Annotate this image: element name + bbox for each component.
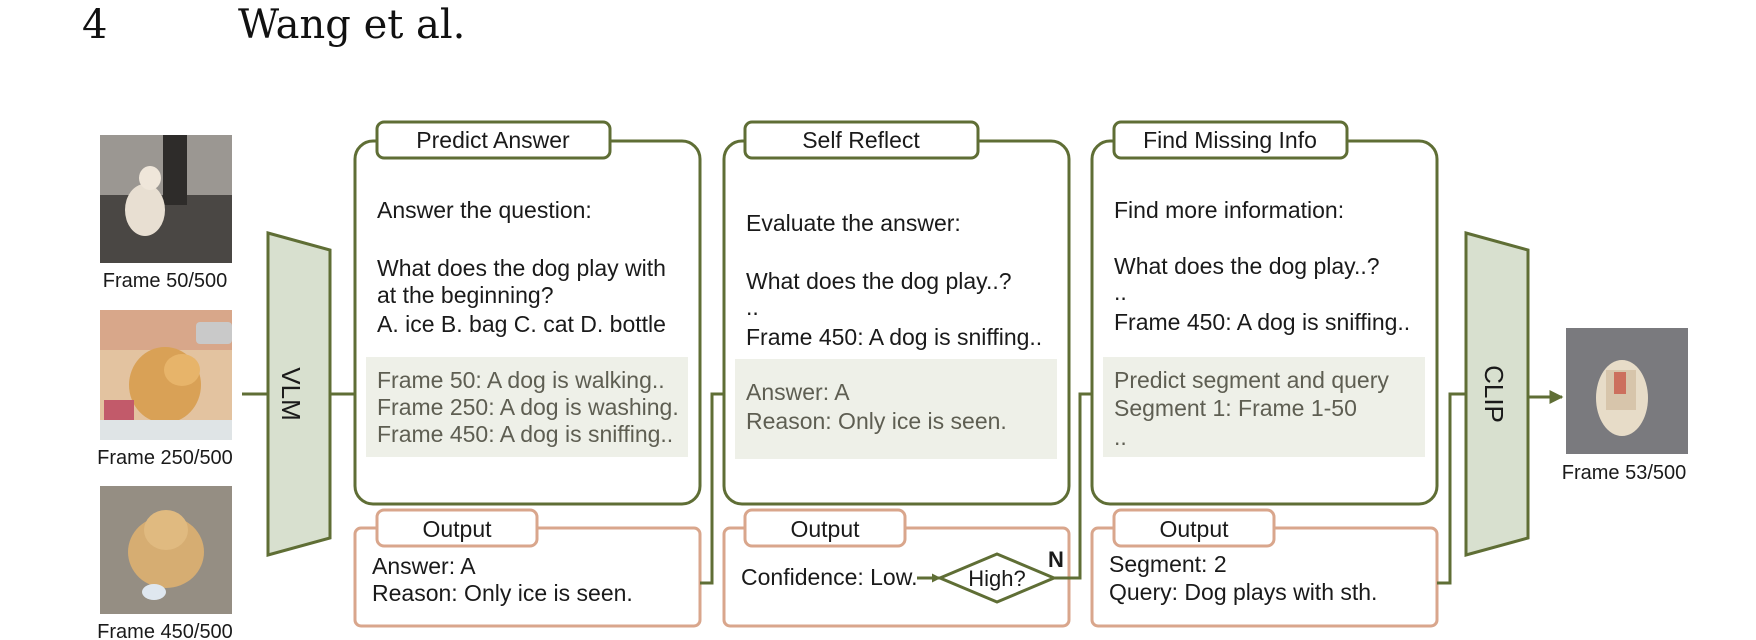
input-frame-50 (100, 135, 232, 263)
predict-output-answer: Answer: A (372, 553, 476, 579)
predict-answer-title: Predict Answer (416, 127, 570, 153)
self-reflect-title-box (743, 120, 980, 160)
predict-output-title: Output (422, 516, 492, 542)
find-caption: Frame 450: A dog is sniffing.. (1114, 309, 1410, 335)
predict-output-title-box (375, 508, 539, 548)
vlm-label: VLM (276, 367, 306, 420)
clip-block (1464, 231, 1530, 557)
reflect-instruction: Evaluate the answer: (746, 210, 961, 236)
predict-instruction: Answer the question: (377, 197, 592, 223)
predict-answer-title-box (375, 120, 612, 160)
find-predict-segment: Predict segment and query (1114, 367, 1389, 393)
reflect-reason: Reason: Only ice is seen. (746, 408, 1007, 434)
reflect-answer: Answer: A (746, 379, 850, 405)
page-number: 4 (82, 2, 108, 48)
predict-caption-3: Frame 450: A dog is sniffing.. (377, 421, 673, 447)
predict-captions-panel (366, 357, 688, 457)
running-header-authors: Wang et al. (238, 2, 466, 48)
reflect-output-title-box (743, 508, 907, 548)
vlm-block (266, 231, 332, 557)
predict-options: A. ice B. bag C. cat D. bottle (377, 311, 666, 337)
reflect-caption: Frame 450: A dog is sniffing.. (746, 324, 1042, 350)
predict-caption-1: Frame 50: A dog is walking.. (377, 367, 665, 393)
find-segment-1: Segment 1: Frame 1-50 (1114, 395, 1357, 421)
input-frame-250 (100, 310, 232, 440)
reflect-confidence: Confidence: Low. (741, 564, 917, 590)
predict-output-reason: Reason: Only ice is seen. (372, 580, 633, 606)
decision-no-label: N (1048, 547, 1064, 572)
decision-label: High? (968, 566, 1025, 591)
find-segment-ellipsis: .. (1114, 424, 1127, 450)
find-missing-info-title-box (1112, 120, 1349, 160)
reflect-question: What does the dog play..? (746, 268, 1012, 294)
frame-label-450: Frame 450/500 (97, 621, 233, 640)
reflect-output-title: Output (790, 516, 860, 542)
find-segment-panel (1103, 357, 1425, 457)
output-frame-label: Frame 53/500 (1562, 462, 1687, 484)
output-frame-53 (1566, 328, 1688, 454)
find-output-query: Query: Dog plays with sth. (1109, 579, 1377, 605)
reflect-answer-panel (735, 359, 1057, 459)
find-question: What does the dog play..? (1114, 253, 1380, 279)
find-missing-info-title: Find Missing Info (1143, 127, 1317, 153)
frame-label-50: Frame 50/500 (103, 270, 228, 292)
reflect-ellipsis: .. (746, 294, 759, 320)
find-output-title: Output (1159, 516, 1229, 542)
find-instruction: Find more information: (1114, 197, 1344, 223)
find-ellipsis: .. (1114, 279, 1127, 305)
clip-label: CLIP (1479, 365, 1509, 423)
input-frame-450 (100, 486, 232, 614)
predict-caption-2: Frame 250: A dog is washing. (377, 394, 679, 420)
find-output-segment: Segment: 2 (1109, 551, 1227, 577)
find-output-title-box (1112, 508, 1276, 548)
self-reflect-title: Self Reflect (802, 127, 920, 153)
predict-question-line-1: What does the dog play with (377, 255, 666, 281)
find-to-clip-connector (1437, 392, 1466, 585)
predict-question-line-2: at the beginning? (377, 282, 554, 308)
frame-label-250: Frame 250/500 (97, 447, 233, 469)
